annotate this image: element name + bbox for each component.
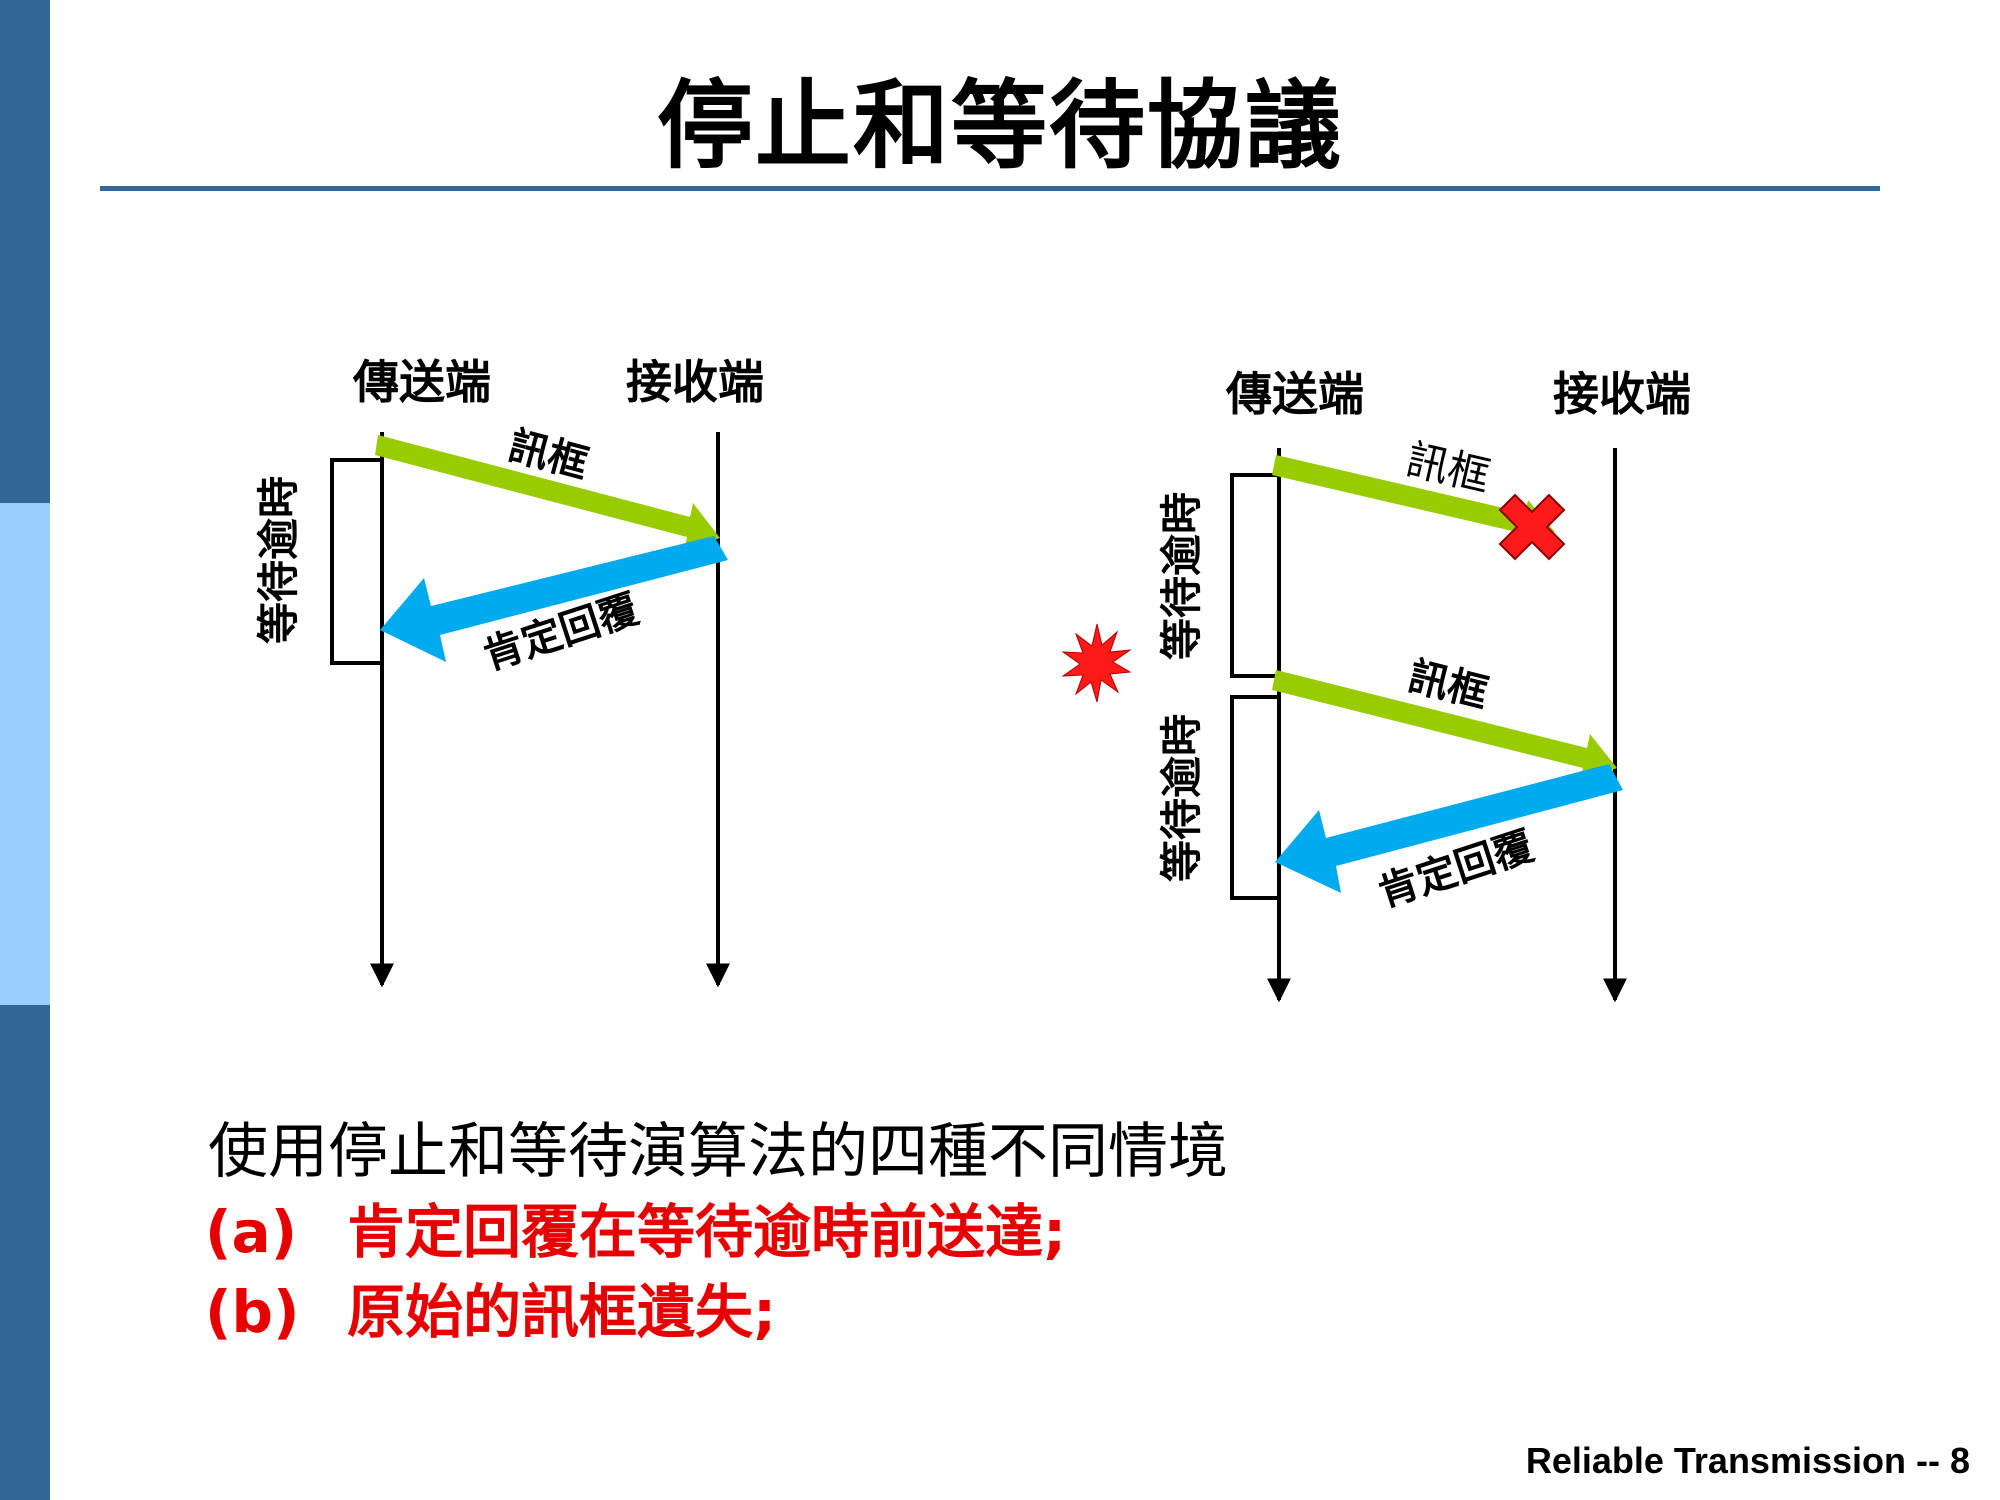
title-divider	[100, 186, 1880, 191]
timeout-label-2: 等待逾時	[1157, 714, 1206, 882]
scenario-a-text: 肯定回覆在等待逾時前送達;	[347, 1198, 1067, 1266]
frame-arrow	[1272, 670, 1617, 782]
lost-frame-arrow	[1272, 455, 1555, 545]
slide-title: 停止和等待協議	[657, 70, 1343, 182]
frame-arrow	[375, 435, 720, 551]
scenario-b-text: 原始的訊框遺失;	[347, 1278, 777, 1346]
receiver-label: 接收端	[1553, 367, 1691, 421]
timeout-bracket	[330, 458, 382, 665]
timeout-bracket-1	[1230, 473, 1279, 678]
timeout-label: 等待逾時	[254, 476, 303, 644]
timeout-label-1: 等待逾時	[1157, 492, 1206, 660]
slide-footer: Reliable Transmission -- 8	[1525, 1440, 1970, 1481]
scenario-a-tag: (a)	[205, 1198, 298, 1266]
starburst-icon	[1061, 623, 1132, 703]
ack-arrow	[1275, 764, 1623, 893]
caption-text: 使用停止和等待演算法的四種不同情境	[208, 1117, 1228, 1187]
x-cross-icon	[1498, 493, 1566, 561]
scenario-b: (b) 原始的訊框遺失;	[205, 1265, 776, 1349]
side-bar-top	[0, 0, 50, 503]
scenario-a: (a) 肯定回覆在等待逾時前送達;	[205, 1185, 1066, 1269]
scenario-b-tag: (b)	[205, 1278, 300, 1346]
sender-label: 傳送端	[352, 355, 491, 409]
ack-arrow	[380, 536, 728, 662]
side-bar-middle	[0, 503, 50, 1005]
diagram-a: 傳送端 接收端 等待逾時 訊框 肯定回覆	[254, 355, 764, 988]
timeout-bracket-2	[1230, 695, 1279, 900]
receiver-label: 接收端	[626, 355, 764, 409]
side-bar-bottom	[0, 1005, 50, 1500]
sender-label: 傳送端	[1225, 367, 1364, 421]
diagram-b: 傳送端 接收端 等待逾時 等待逾時 訊框 訊框 肯定回覆	[1157, 367, 1691, 1003]
